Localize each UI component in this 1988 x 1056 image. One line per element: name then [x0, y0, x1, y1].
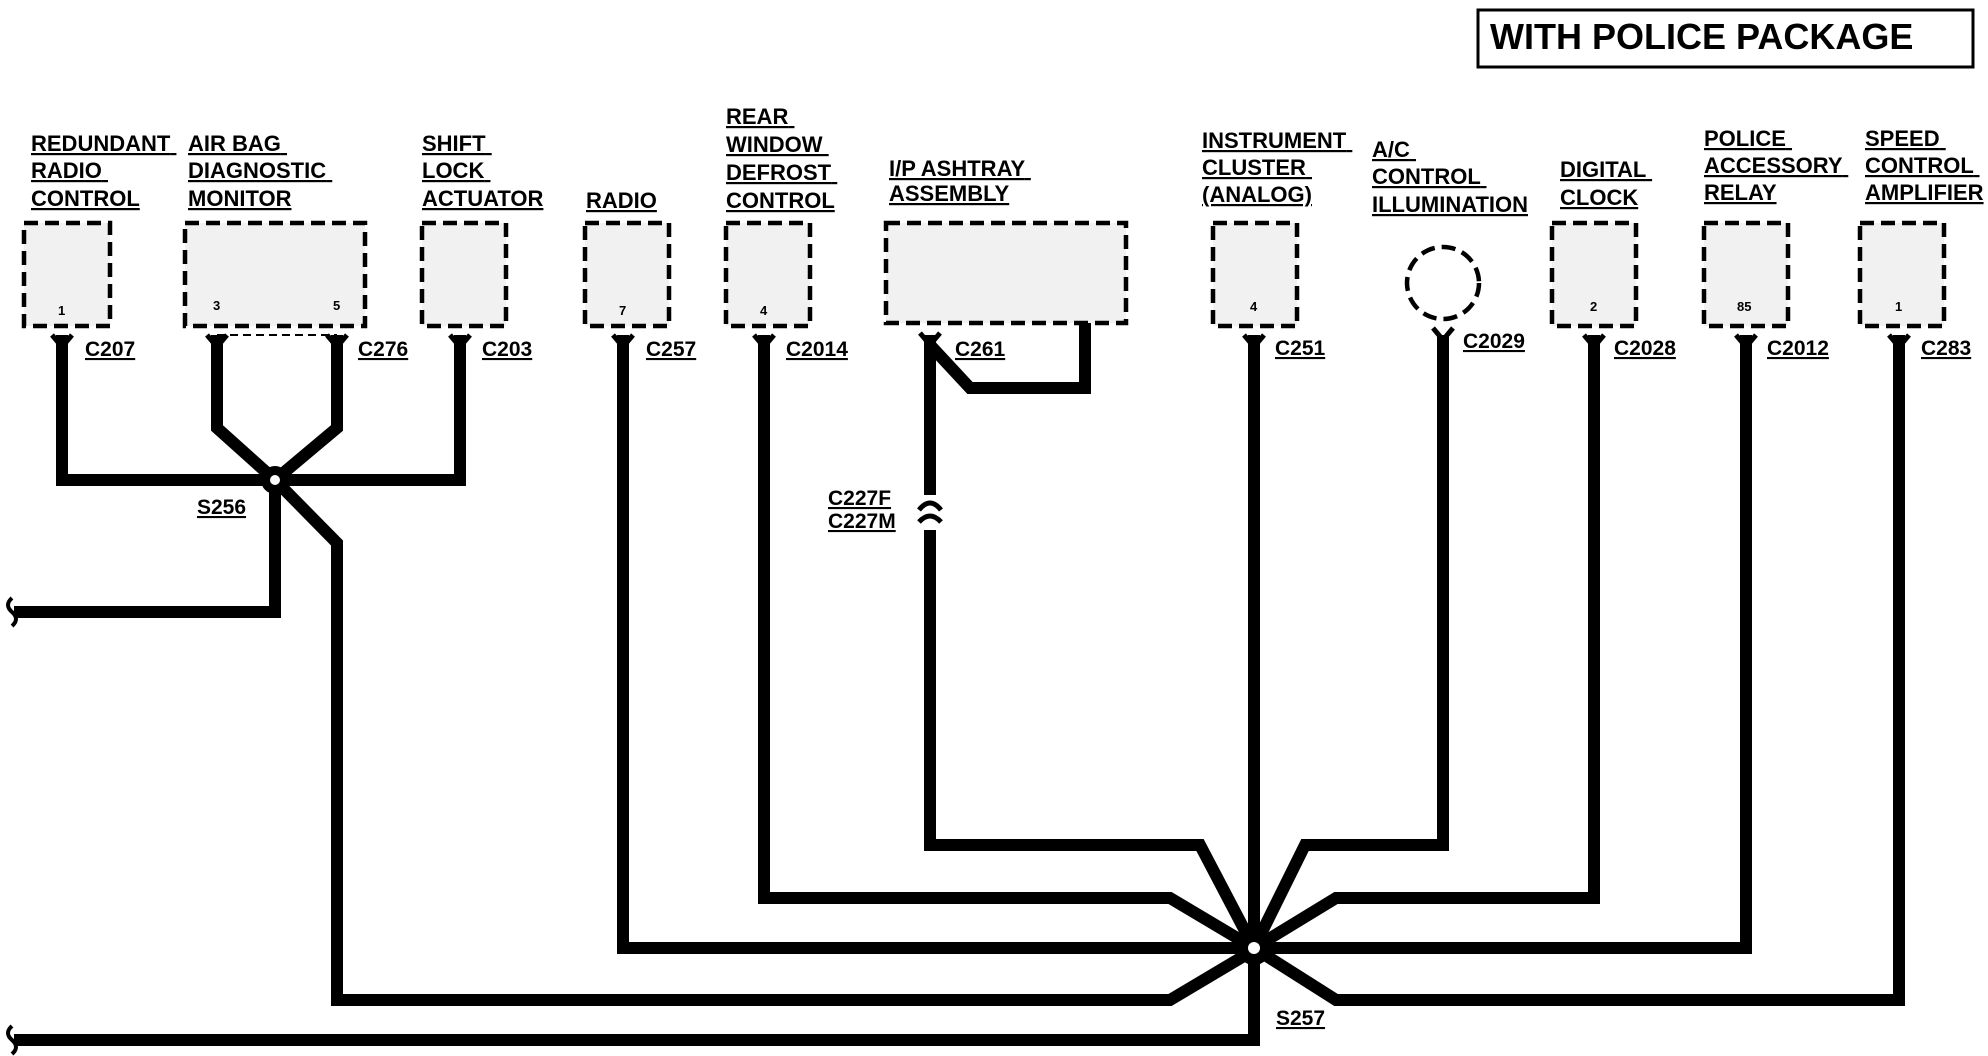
pin-air-bag-3: 3	[213, 298, 220, 313]
connector-glyph-c2012	[1734, 333, 1758, 351]
c227-female-half	[917, 500, 943, 512]
pin-air-bag-5: 5	[333, 298, 340, 313]
splice-label-s257: S257	[1276, 1007, 1325, 1030]
label-ac-control-illumination: A/C CONTROL ILLUMINATION	[1372, 137, 1528, 217]
ip-ashtray-assembly-box	[883, 220, 1129, 326]
connector-glyph-c2028	[1582, 333, 1606, 351]
inline-connector-c227	[917, 500, 943, 524]
pin-radio: 7	[619, 303, 626, 318]
splice-s256	[261, 466, 289, 494]
label-speed-control-amplifier: SPEED CONTROL AMPLIFIER	[1865, 126, 1984, 205]
pin-numbers: 1 3 5 7 4 4 2 85 1	[58, 298, 1902, 318]
rear-window-defrost-control-box	[723, 220, 813, 329]
instrument-cluster-box	[1210, 220, 1300, 329]
wire-c276-pin3-s256	[211, 335, 280, 485]
label-digital-clock: DIGITAL CLOCK	[1560, 157, 1652, 210]
label-rear-window-defrost-control: REAR WINDOW DEFROST CONTROL	[726, 104, 837, 213]
redundant-radio-control-box	[21, 220, 113, 329]
wire-c203-s256	[275, 335, 466, 486]
wire-c2014-s257	[758, 335, 1258, 954]
connector-glyph-c276-5	[325, 333, 349, 351]
wire-s256-ground-left	[14, 480, 281, 618]
connector-glyph-c203	[448, 333, 472, 351]
package-title: WITH POLICE PACKAGE	[1476, 8, 1975, 69]
speed-control-amplifier-box	[1857, 220, 1947, 329]
wire-s257-ground-bottom	[14, 948, 1260, 1046]
connector-glyph-c283	[1887, 333, 1911, 351]
wires	[14, 323, 1905, 1046]
label-air-bag-diagnostic-monitor: AIR BAG DIAGNOSTIC MONITOR	[188, 131, 332, 211]
pin-digital-clock: 2	[1590, 299, 1597, 314]
pin-speed-control-amplifier: 1	[1895, 299, 1902, 314]
label-ip-ashtray-assembly: I/P ASHTRAY ASSEMBLY	[889, 156, 1031, 206]
connector-label-c283: C283	[1921, 337, 1971, 360]
connector-glyph-c251	[1242, 333, 1266, 351]
wire-c283-s257	[1250, 335, 1905, 1006]
air-bag-diagnostic-monitor-box	[182, 220, 368, 329]
shift-lock-actuator-box	[419, 220, 509, 329]
connector-label-c276: C276	[358, 338, 408, 361]
connector-label-c2029: C2029	[1463, 330, 1525, 353]
connector-label-c251: C251	[1275, 337, 1326, 360]
pin-rear-window-defrost: 4	[760, 303, 768, 318]
wire-c2012-s257	[1254, 335, 1752, 954]
connector-label-c261: C261	[955, 338, 1006, 361]
splice-s257	[1237, 931, 1271, 965]
wire-s256-s257	[270, 475, 1258, 1006]
component-labels: REDUNDANT RADIO CONTROL AIR BAG DIAGNOST…	[31, 104, 1984, 217]
connector-label-c257: C257	[646, 338, 696, 361]
wire-c227-s257	[924, 530, 1260, 951]
splice-label-s256: S256	[197, 496, 246, 519]
wire-termination-lower	[6, 1024, 18, 1056]
connector-glyph-c2029	[1431, 326, 1455, 344]
label-shift-lock-actuator: SHIFT LOCK ACTUATOR	[422, 131, 544, 211]
splice-s257-center	[1248, 942, 1260, 954]
wire-c2028-s257	[1250, 335, 1600, 954]
wire-c2029-s257	[1248, 335, 1449, 951]
connector-glyph-c2014	[752, 333, 776, 351]
label-instrument-cluster: INSTRUMENT CLUSTER (ANALOG)	[1202, 128, 1352, 207]
c227-male-half	[917, 513, 943, 524]
wire-c207-s256	[56, 335, 275, 486]
connector-label-c203: C203	[482, 338, 532, 361]
connector-glyph-c261	[918, 331, 942, 349]
connector-label-c2014: C2014	[786, 338, 848, 361]
connector-glyph-c257	[611, 333, 635, 351]
splice-labels: S256 S257	[197, 496, 1325, 1030]
component-boxes	[21, 220, 1947, 336]
wire-termination-upper	[6, 596, 18, 628]
connector-glyph-c276-3	[205, 333, 229, 351]
connector-label-c227f: C227F	[828, 487, 891, 510]
radio-box	[582, 220, 672, 329]
title-frame	[1476, 8, 1975, 69]
connector-label-c2012: C2012	[1767, 337, 1829, 360]
connector-glyph-c207	[50, 333, 74, 351]
connector-labels: C207 C276 C203 C257 C2014 C261 C227F C22…	[85, 330, 1971, 533]
wire-c257-s257	[617, 335, 1254, 954]
ac-control-illumination-bulb	[1404, 244, 1482, 322]
pin-police-accessory-relay: 85	[1737, 299, 1751, 314]
title-text: WITH POLICE PACKAGE	[1490, 16, 1913, 57]
pin-instrument-cluster: 4	[1250, 299, 1258, 314]
splice-s256-center	[270, 475, 280, 485]
pin-redundant-radio-control: 1	[58, 303, 65, 318]
label-police-accessory-relay: POLICE ACCESSORY RELAY	[1704, 126, 1848, 205]
label-redundant-radio-control: REDUNDANT RADIO CONTROL	[31, 131, 176, 211]
digital-clock-box	[1549, 220, 1639, 329]
connector-label-c207: C207	[85, 338, 135, 361]
connector-glyphs	[50, 326, 1911, 351]
connector-label-c2028: C2028	[1614, 337, 1676, 360]
wire-c276-pin5-s256	[271, 335, 343, 485]
label-radio: RADIO	[586, 188, 657, 213]
connector-label-c227m: C227M	[828, 510, 896, 533]
police-accessory-relay-box	[1701, 220, 1791, 329]
wire-c261-loop	[925, 323, 1091, 394]
